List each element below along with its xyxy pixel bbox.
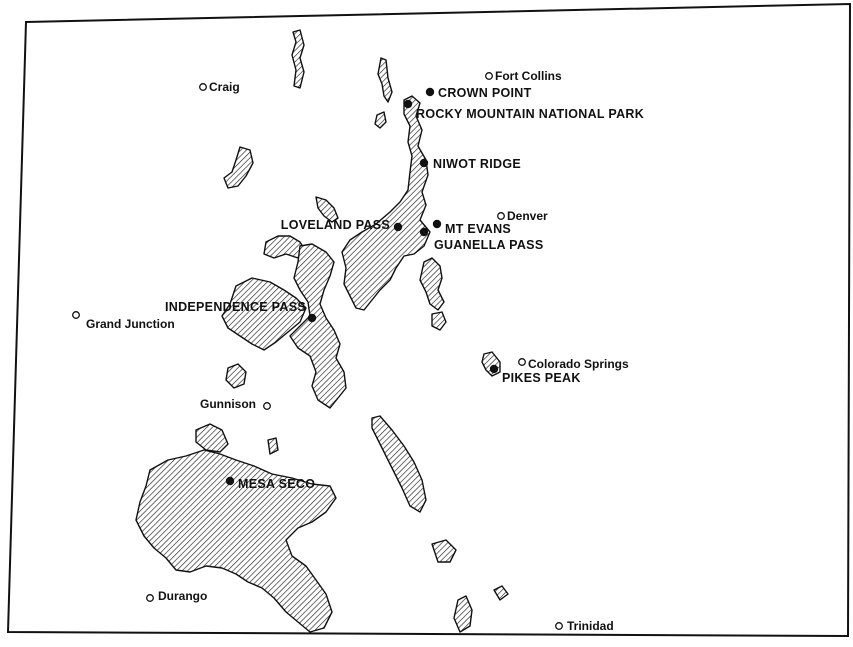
town-label-durango: Durango — [158, 589, 207, 603]
town-marker-craig — [199, 83, 207, 91]
town-marker-denver — [497, 212, 505, 220]
alpine-area-medicine-bow — [377, 57, 393, 103]
site-dot-mt-evans — [432, 219, 442, 229]
alpine-area-sangre-de-cristo — [371, 415, 427, 513]
town-marker-durango — [146, 594, 154, 602]
site-dot-rocky-mountain-national-park — [403, 99, 413, 109]
town-marker-grand-junction — [72, 311, 80, 319]
alpine-area-north-park-range — [291, 29, 305, 89]
site-dot-mesa-seco — [225, 476, 235, 486]
town-label-denver: Denver — [507, 209, 548, 223]
site-dot-crown-point — [425, 87, 435, 97]
site-dot-pikes-peak — [489, 364, 499, 374]
research-sites: CROWN POINT ROCKY MOUNTAIN NATIONAL PARK… — [165, 86, 644, 491]
site-label-rocky-mountain-national-park: ROCKY MOUNTAIN NATIONAL PARK — [416, 107, 644, 121]
state-border — [6, 2, 852, 638]
alpine-area-spanish-peaks — [431, 539, 457, 563]
site-label-pikes-peak: PIKES PEAK — [502, 371, 581, 385]
site-label-loveland-pass: LOVELAND PASS — [281, 218, 390, 232]
alpine-area-pikes-peak — [481, 351, 501, 377]
town-label-fort-collins: Fort Collins — [495, 69, 562, 83]
alpine-area-west-elk — [225, 363, 247, 389]
alpine-area-front-range — [341, 95, 431, 311]
town-marker-fort-collins — [485, 72, 493, 80]
town-marker-gunnison — [263, 402, 271, 410]
alpine-area-mosquito-south — [431, 311, 447, 331]
site-label-niwot-ridge: NIWOT RIDGE — [433, 157, 521, 171]
alpine-areas — [135, 29, 509, 633]
alpine-area-culebra-east — [493, 585, 509, 601]
town-marker-colorado-springs — [518, 358, 526, 366]
town-marker-trinidad — [555, 622, 563, 630]
alpine-area-park-range-west — [223, 146, 254, 189]
site-dot-niwot-ridge — [419, 158, 429, 168]
alpine-area-gore-range — [315, 196, 339, 223]
site-label-crown-point: CROWN POINT — [438, 86, 532, 100]
site-dot-independence-pass — [307, 313, 317, 323]
town-label-colorado-springs: Colorado Springs — [528, 357, 629, 371]
alpine-area-mosquito — [419, 257, 445, 311]
site-label-independence-pass: INDEPENDENCE PASS — [165, 300, 306, 314]
site-dot-guanella-pass — [419, 227, 429, 237]
alpine-area-san-juan — [135, 449, 337, 633]
alpine-area-sawatch — [289, 243, 347, 409]
alpine-area-culebra — [453, 595, 473, 633]
site-label-guanella-pass: GUANELLA PASS — [434, 238, 543, 252]
town-label-grand-junction: Grand Junction — [86, 317, 175, 331]
site-dot-loveland-pass — [393, 222, 403, 232]
alpine-area-small-north — [374, 111, 387, 129]
town-label-trinidad: Trinidad — [567, 619, 614, 633]
alpine-area-la-garita — [195, 423, 229, 453]
site-label-mesa-seco: MESA SECO — [238, 477, 315, 491]
alpine-area-elk-mountains — [221, 277, 307, 351]
alpine-area-small-gunnison — [267, 437, 279, 455]
town-label-craig: Craig — [209, 80, 240, 94]
town-label-gunnison: Gunnison — [200, 397, 256, 411]
site-label-mt-evans: MT EVANS — [445, 222, 511, 236]
towns: Fort Collins Craig Denver Grand Junction… — [72, 69, 629, 633]
